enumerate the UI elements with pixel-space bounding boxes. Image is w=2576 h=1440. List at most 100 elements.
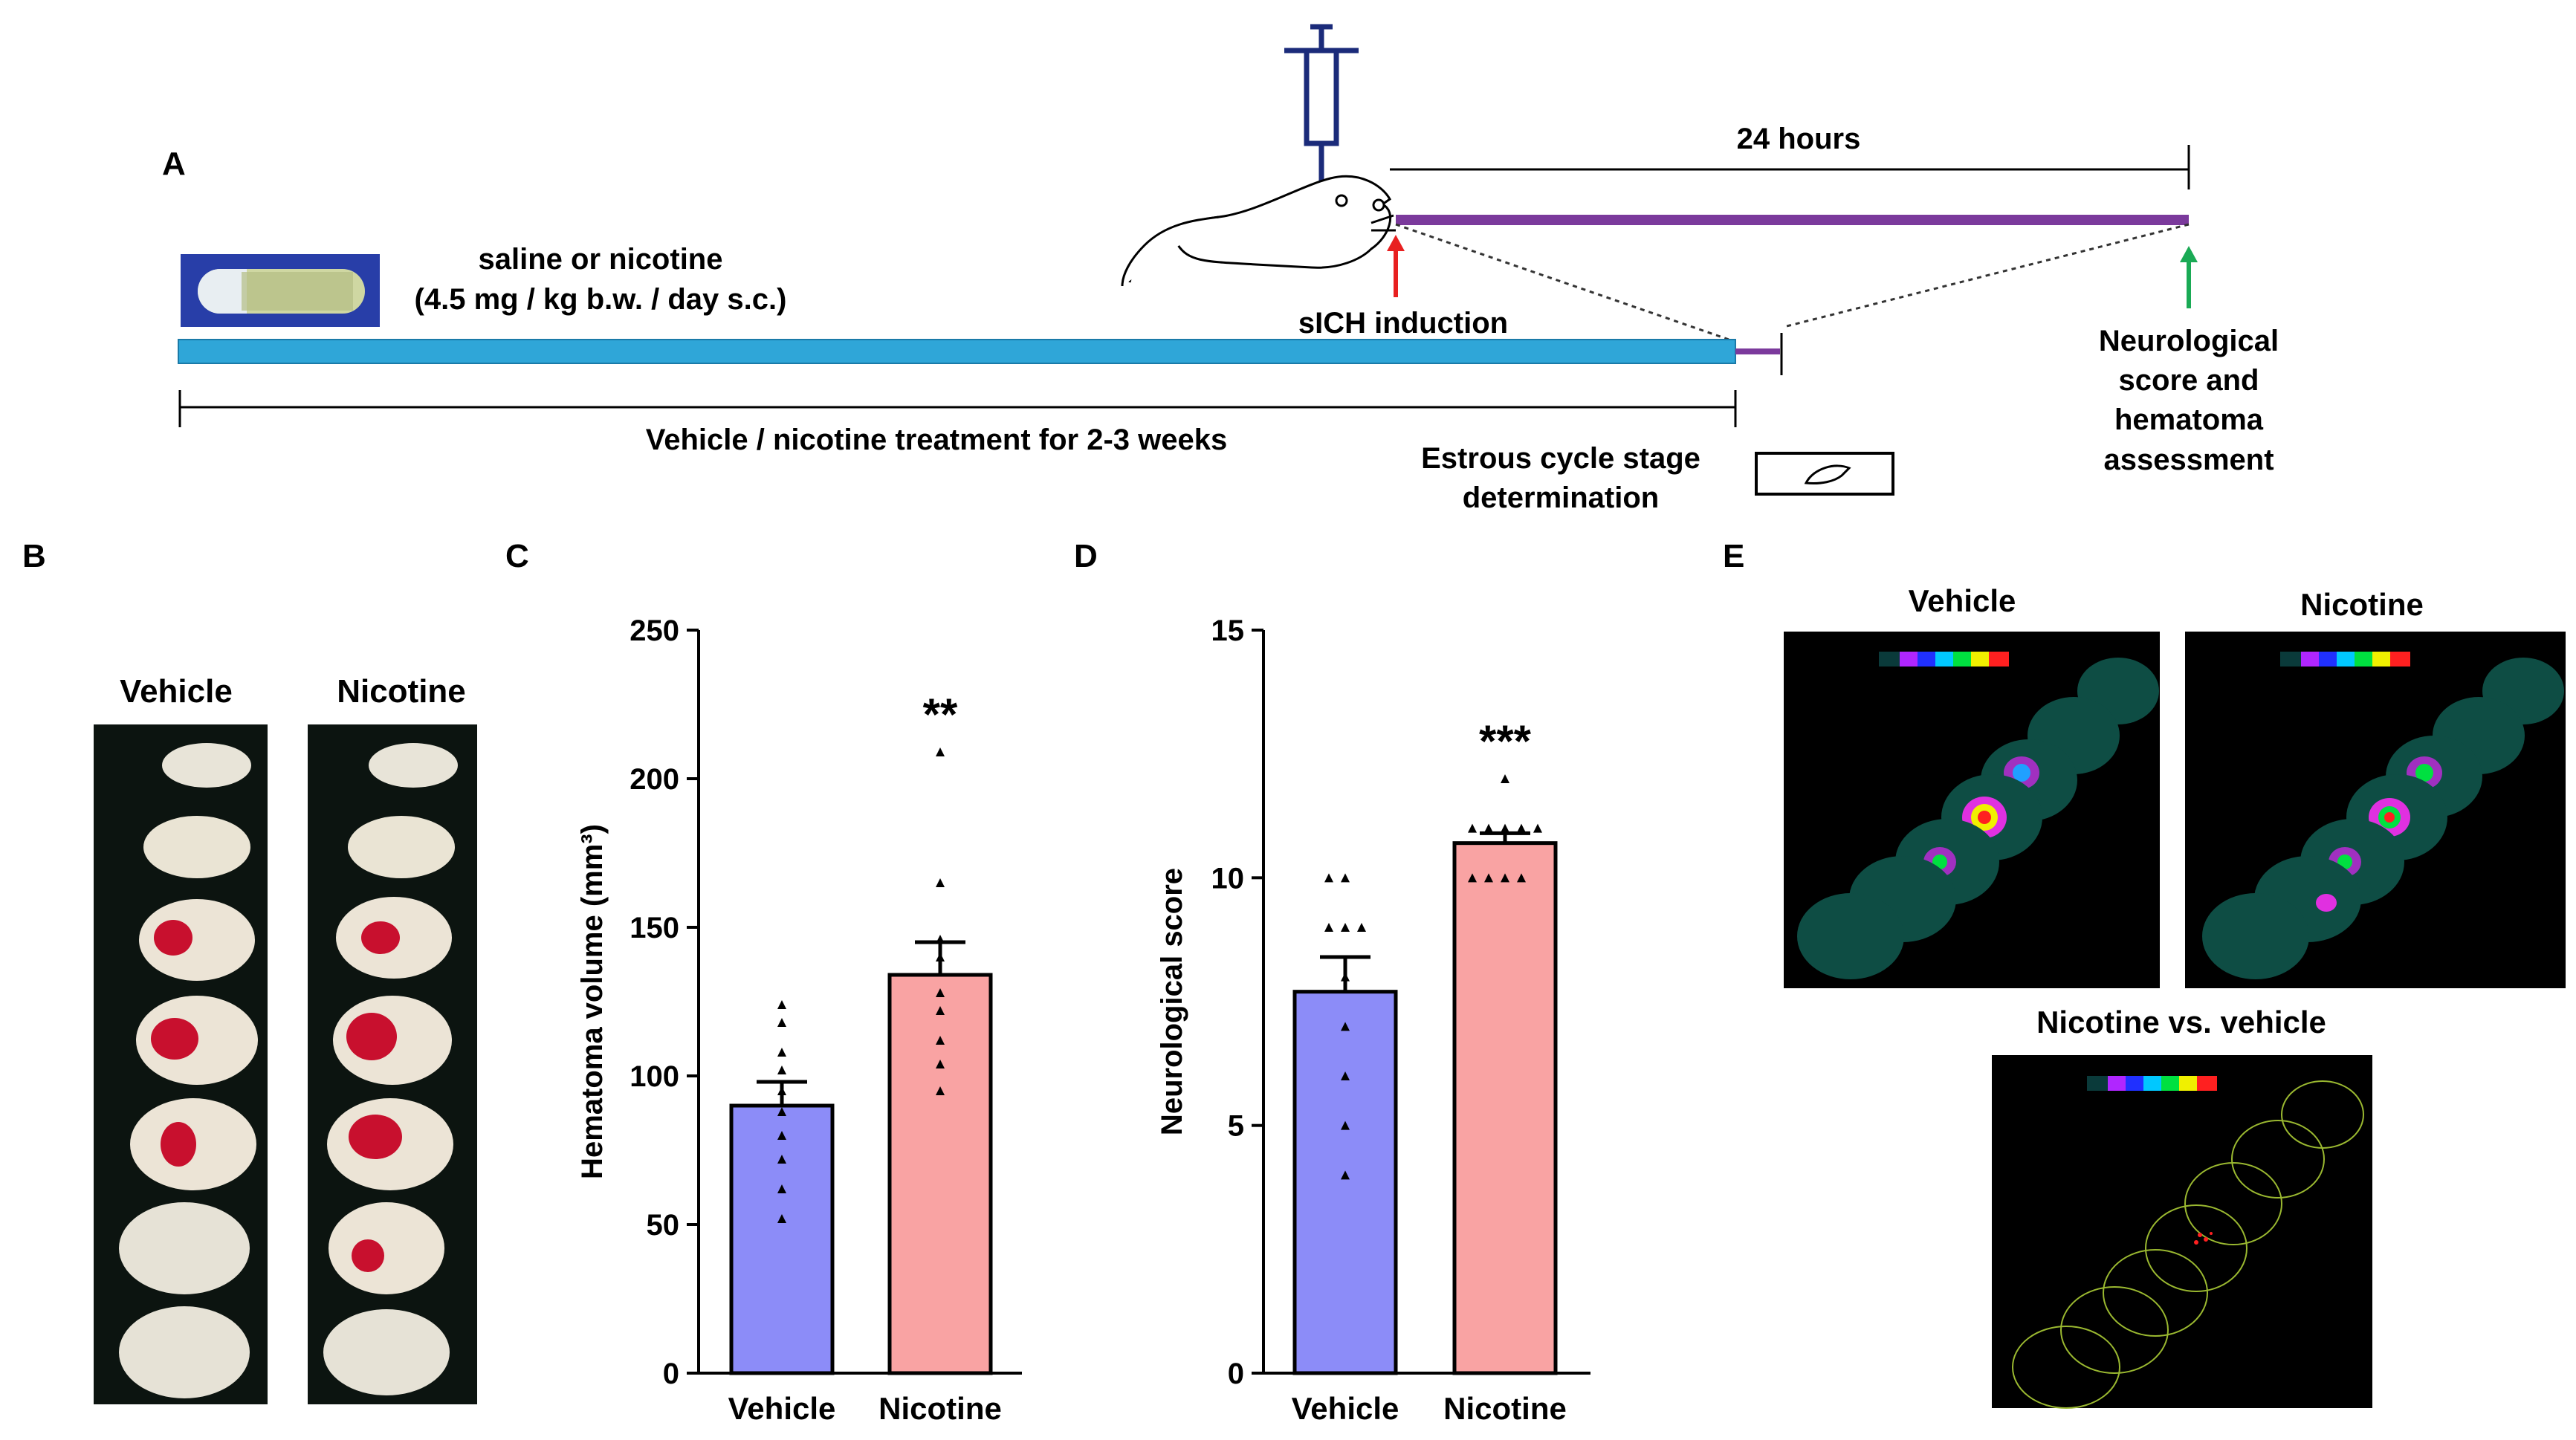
data-point: [1517, 873, 1526, 883]
data-point: [777, 1131, 786, 1140]
y-tick-label: 5: [1228, 1110, 1244, 1143]
data-point: [777, 1184, 786, 1193]
data-point: [777, 1066, 786, 1074]
data-point: [1341, 972, 1350, 982]
data-point: [936, 1036, 945, 1045]
outcome-label-1: Neurological: [2099, 325, 2279, 357]
panel-b-nicotine-label: Nicotine: [337, 673, 466, 710]
data-point: [1484, 823, 1493, 833]
panel-letter-e: E: [1723, 538, 1744, 574]
data-point: [936, 878, 945, 887]
outcome-arrow-icon: [2180, 246, 2198, 308]
y-tick-label: 150: [630, 912, 679, 944]
panel-e-nicotine-label: Nicotine: [2300, 587, 2424, 622]
y-tick-label: 100: [630, 1060, 679, 1093]
data-point: [1341, 923, 1350, 932]
heatmap-nicotine-image: 0.00 100.00: [2185, 632, 2566, 988]
y-tick-label: 15: [1211, 614, 1245, 647]
zoom-line-left: [1395, 223, 1736, 343]
heatmap-nicotine-scale-max: 100.00: [2408, 674, 2431, 682]
bar-nicotine: [1452, 841, 1558, 1375]
data-point: [1341, 873, 1350, 883]
outcome-label-4: assessment: [2103, 444, 2274, 476]
data-point: [1468, 873, 1477, 883]
data-point: [1533, 823, 1542, 833]
data-point: [936, 747, 945, 756]
data-point: [777, 1155, 786, 1164]
heatmap-comparison-image: 0.00 100.00: [1992, 1055, 2372, 1409]
y-axis-label: Neurological score: [1156, 868, 1188, 1135]
data-point: [1324, 873, 1333, 883]
data-point: [936, 1060, 945, 1068]
mouse-icon: [1121, 175, 1396, 287]
data-point: [1341, 1120, 1350, 1130]
x-tick-label: Vehicle: [728, 1391, 836, 1426]
data-point: [936, 988, 945, 997]
heatmap-vehicle-image: 0.00 100.00: [1784, 632, 2160, 988]
data-point: [936, 1086, 945, 1095]
significance-marker: ***: [1479, 716, 1532, 766]
data-point: [777, 1048, 786, 1057]
zoom-line-right: [1783, 223, 2190, 328]
induction-label: sICH induction: [1298, 307, 1508, 340]
outcome-label-2: score and: [2119, 364, 2259, 397]
treatment-bar: [178, 339, 1736, 364]
data-point: [777, 1107, 786, 1116]
y-tick-label: 0: [1228, 1358, 1244, 1390]
pump-label-2: (4.5 mg / kg b.w. / day s.c.): [415, 283, 787, 316]
data-point: [1501, 873, 1509, 883]
data-point: [777, 1000, 786, 1009]
data-point: [1517, 823, 1526, 833]
brain-sections-nicotine-image: [308, 724, 477, 1404]
outcome-label-3: hematoma: [2114, 403, 2264, 436]
y-tick-label: 250: [630, 614, 679, 647]
x-tick-label: Nicotine: [878, 1391, 1002, 1426]
treatment-label: Vehicle / nicotine treatment for 2-3 wee…: [646, 424, 1228, 456]
heatmap-nicotine-scale-min: 0.00: [2276, 674, 2291, 682]
data-point: [1324, 923, 1333, 932]
osmotic-pump-image: [181, 254, 380, 327]
panel-e-comparison-label: Nicotine vs. vehicle: [2036, 1005, 2326, 1040]
estrous-label-1: Estrous cycle stage: [1421, 442, 1700, 475]
pump-label-1: saline or nicotine: [479, 243, 723, 276]
panel-letter-d: D: [1074, 538, 1098, 574]
y-tick-label: 50: [647, 1209, 680, 1242]
data-point: [1468, 823, 1477, 833]
hours-label: 24 hours: [1737, 123, 1861, 155]
data-point: [936, 1006, 945, 1015]
induction-arrow-icon: [1387, 235, 1405, 297]
x-tick-label: Nicotine: [1443, 1391, 1567, 1426]
data-point: [777, 1018, 786, 1027]
panel-letter-b: B: [22, 538, 46, 574]
y-tick-label: 200: [630, 763, 679, 796]
brain-sections-vehicle-image: [94, 724, 268, 1404]
significance-marker: **: [923, 690, 958, 739]
data-point: [1501, 774, 1509, 783]
data-point: [1501, 823, 1509, 833]
slide-icon: [1755, 452, 1894, 496]
y-tick-label: 10: [1211, 862, 1245, 895]
bar-vehicle: [729, 1103, 835, 1375]
y-axis-label: Hematoma volume (mm³): [576, 824, 609, 1179]
heatmap-vehicle-scale-max: 100.00: [2007, 674, 2030, 682]
data-point: [1341, 1170, 1350, 1180]
data-point: [1341, 1071, 1350, 1080]
y-tick-label: 0: [663, 1358, 679, 1390]
data-point: [777, 1214, 786, 1223]
panel-e-vehicle-label: Vehicle: [1909, 583, 2016, 618]
panel-b-vehicle-label: Vehicle: [120, 673, 233, 710]
data-point: [936, 953, 945, 961]
bar-vehicle: [1292, 990, 1398, 1375]
data-point: [936, 935, 945, 944]
heatmap-comparison-scale-max: 100.00: [2215, 1098, 2238, 1106]
panel-letter-c: C: [505, 538, 529, 574]
panel-letter-a: A: [162, 146, 186, 182]
estrous-label-2: determination: [1463, 481, 1659, 514]
data-point: [1357, 923, 1366, 932]
data-point: [1341, 1022, 1350, 1031]
data-point: [1484, 873, 1493, 883]
heatmap-comparison-scale-min: 0.00: [2083, 1098, 2097, 1106]
